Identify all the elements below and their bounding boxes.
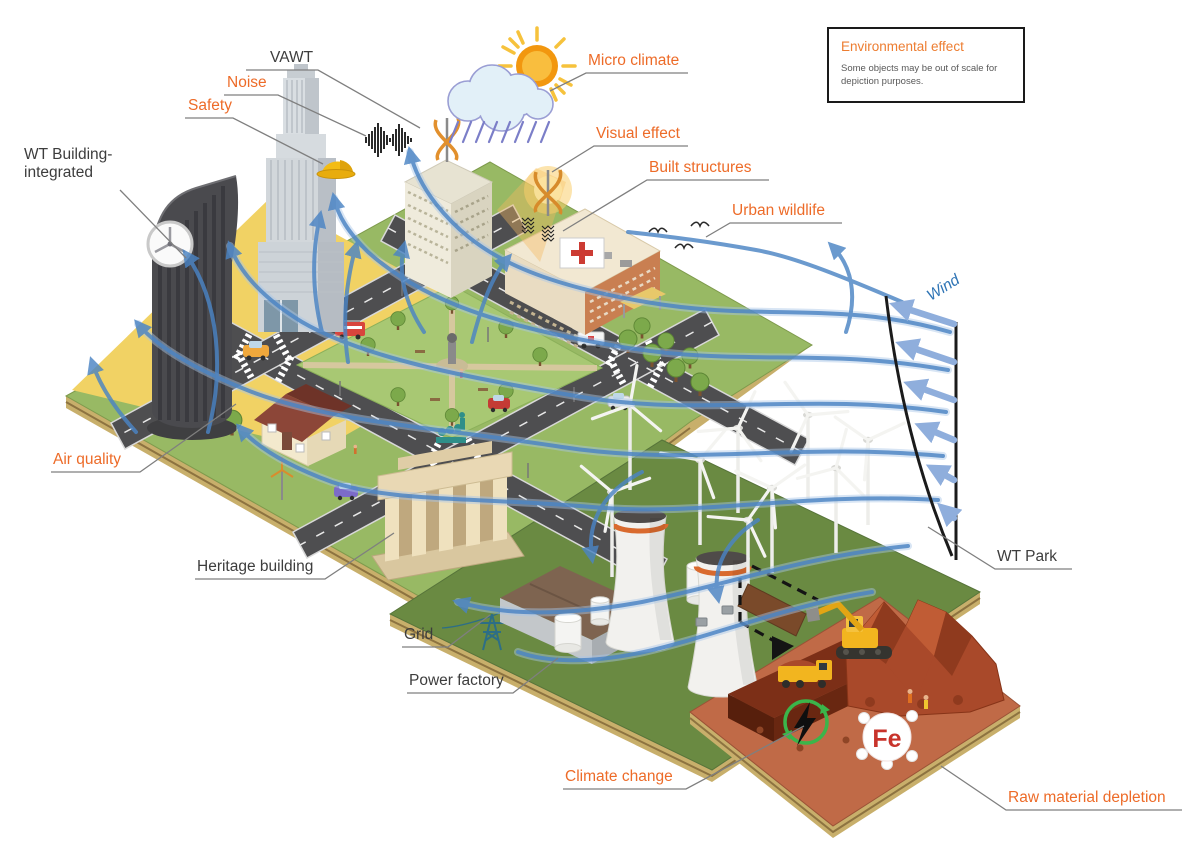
- label-vawt: VAWT: [270, 49, 314, 66]
- material-flow-arrow: [737, 564, 819, 660]
- legend-box: Environmental effect Some objects may be…: [827, 27, 1025, 103]
- birds-icon: [648, 221, 710, 251]
- taxi: [243, 341, 269, 361]
- excavator: [806, 601, 892, 659]
- wt-integrated-building: [146, 175, 239, 440]
- mine-workers: [907, 689, 929, 709]
- leader-wt-park: [927, 526, 1072, 570]
- label-built-structures: Built structures: [649, 159, 752, 176]
- leader-raw-material: [940, 765, 1182, 811]
- dump-truck: [778, 660, 832, 688]
- wind-profile-icon: [884, 295, 963, 560]
- leader-visual-effect: [551, 145, 688, 173]
- leader-micro-climate: [549, 72, 688, 92]
- leader-safety: [185, 117, 324, 165]
- house: [254, 384, 352, 500]
- leader-wt-building: [119, 189, 187, 259]
- label-safety: Safety: [188, 97, 232, 114]
- vehicles: [243, 320, 631, 501]
- leader-built-structures: [562, 179, 769, 232]
- legend-title: Environmental effect: [841, 39, 964, 54]
- label-noise: Noise: [227, 74, 267, 91]
- raw-material-icon: Fe: [856, 710, 918, 770]
- label-micro-climate: Micro climate: [588, 52, 680, 69]
- leader-heritage: [195, 532, 395, 580]
- leader-air-quality: [51, 403, 237, 473]
- vawt-building: [403, 117, 494, 298]
- sun-icon: [497, 26, 577, 106]
- label-climate-change: Climate change: [565, 768, 673, 785]
- label-visual-effect: Visual effect: [596, 125, 680, 142]
- leader-noise: [224, 94, 367, 137]
- wind-streamlines: [87, 145, 954, 665]
- label-wt-building-integrated: WT Building-integrated: [24, 146, 113, 181]
- legend-note: Some objects may be out of scale for dep…: [841, 63, 998, 88]
- leader-grid: [402, 614, 491, 648]
- label-raw-material-depletion: Raw material depletion: [1008, 789, 1166, 806]
- glowing-vawt-icon: [497, 166, 572, 262]
- label-heritage-building: Heritage building: [197, 558, 314, 575]
- leader-lines: [51, 69, 1182, 811]
- leader-urban-wildlife: [705, 222, 842, 238]
- rain-icon: [448, 120, 551, 144]
- leader-climate-change: [563, 725, 805, 790]
- cooling-towers: [605, 509, 758, 698]
- cloud-icon: [447, 64, 554, 132]
- label-wt-park: WT Park: [997, 548, 1057, 565]
- leader-power-factory: [407, 657, 559, 694]
- leader-vawt: [246, 69, 421, 129]
- integrated-turbine-icon: [146, 220, 194, 268]
- safety-helmet-icon: [316, 160, 356, 179]
- label-grid: Grid: [404, 626, 434, 643]
- red-cross-sign: [559, 237, 605, 269]
- label-air-quality: Air quality: [53, 451, 122, 468]
- label-urban-wildlife: Urban wildlife: [732, 202, 826, 219]
- hospital: [503, 208, 666, 350]
- rooftop-vawt-icon: [433, 117, 461, 162]
- label-power-factory: Power factory: [409, 672, 504, 689]
- red-car: [488, 395, 510, 413]
- sound-waves-icon: [365, 123, 412, 157]
- fe-text: Fe: [872, 725, 901, 753]
